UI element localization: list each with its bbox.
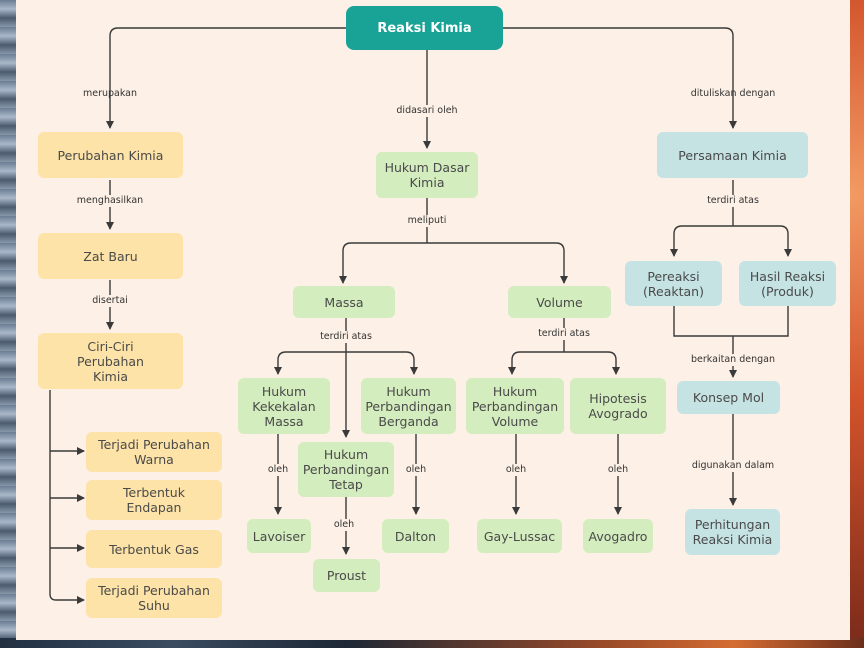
- node-persamaan-kimia: Persamaan Kimia: [657, 132, 808, 178]
- label-oleh-lavoiser: oleh: [265, 464, 291, 476]
- node-hukum-kekekalan: Hukum Kekekalan Massa: [238, 378, 330, 434]
- label-berkaitan: berkaitan dengan: [689, 354, 777, 366]
- node-perubahan-kimia: Perubahan Kimia: [38, 132, 183, 178]
- node-ciri-endapan: Terbentuk Endapan: [86, 480, 222, 520]
- edge-root-persamaan: [502, 27, 737, 129]
- label-oleh-gay: oleh: [503, 464, 529, 476]
- edge-massa-kekekalan: [274, 351, 287, 375]
- node-reaksi-kimia: Reaksi Kimia: [346, 6, 503, 50]
- label-meliputi: meliputi: [405, 215, 449, 227]
- node-ciri-ciri: Ciri-Ciri Perubahan Kimia: [38, 333, 183, 389]
- node-volume: Volume: [508, 286, 611, 318]
- node-ciri-warna: Terjadi Perubahan Warna: [86, 432, 222, 472]
- edge-root-perubahan: [106, 27, 346, 129]
- node-hukum-dasar: Hukum Dasar Kimia: [376, 152, 478, 198]
- edge-persamaan-hasil: [779, 225, 792, 257]
- edge-massa-berganda: [405, 351, 418, 375]
- backdrop-bottom-edge: [0, 638, 864, 648]
- node-dalton: Dalton: [382, 519, 449, 553]
- edge-volume-hipotesis: [607, 351, 620, 375]
- node-konsep-mol: Konsep Mol: [677, 381, 780, 414]
- label-didasari: didasari oleh: [394, 105, 460, 117]
- edge-hukum-volume: [555, 242, 568, 284]
- label-merupakan: merupakan: [82, 88, 138, 99]
- edge-hukum-massa: [339, 242, 352, 284]
- node-hasil-reaksi: Hasil Reaksi (Produk): [739, 261, 836, 306]
- concept-map-canvas: Reaksi Kimia Perubahan Kimia Zat Baru Ci…: [16, 0, 850, 640]
- label-oleh-proust: oleh: [331, 519, 357, 531]
- label-terdiri-volume: terdiri atas: [536, 328, 592, 340]
- label-menghasilkan: menghasilkan: [74, 195, 146, 207]
- node-avogadro: Avogadro: [583, 519, 653, 553]
- edge-volume-perb: [508, 351, 521, 375]
- node-lavoiser: Lavoiser: [247, 519, 311, 553]
- edge-ciri-list: [49, 390, 57, 601]
- node-perhitungan-reaksi: Perhitungan Reaksi Kimia: [685, 509, 780, 555]
- label-oleh-dalton: oleh: [403, 464, 429, 476]
- node-hukum-berganda: Hukum Perbandingan Berganda: [361, 378, 456, 434]
- edge-reaktan-produk-join: [673, 306, 789, 377]
- node-pereaksi: Pereaksi (Reaktan): [625, 261, 722, 306]
- node-massa: Massa: [293, 286, 395, 318]
- node-gay-lussac: Gay-Lussac: [477, 519, 562, 553]
- label-dituliskan: dituliskan dengan: [690, 88, 776, 99]
- node-ciri-gas: Terbentuk Gas: [86, 530, 222, 568]
- node-proust: Proust: [313, 559, 380, 592]
- node-ciri-suhu: Terjadi Perubahan Suhu: [86, 578, 222, 618]
- label-disertai: disertai: [90, 295, 130, 307]
- node-hukum-perb-volume: Hukum Perbandingan Volume: [466, 378, 564, 434]
- node-zat-baru: Zat Baru: [38, 233, 183, 279]
- edge-persamaan-pereaksi: [670, 225, 683, 257]
- label-terdiri-massa: terdiri atas: [318, 331, 374, 343]
- node-hukum-tetap: Hukum Perbandingan Tetap: [298, 442, 394, 497]
- backdrop-left-edge: [0, 0, 16, 648]
- node-hipotesis-avogadro: Hipotesis Avogrado: [570, 378, 666, 434]
- edge-hukum-branch: [351, 198, 556, 244]
- label-digunakan: digunakan dalam: [689, 460, 777, 472]
- label-terdiri-persamaan: terdiri atas: [705, 195, 761, 207]
- label-oleh-avogadro: oleh: [605, 464, 631, 476]
